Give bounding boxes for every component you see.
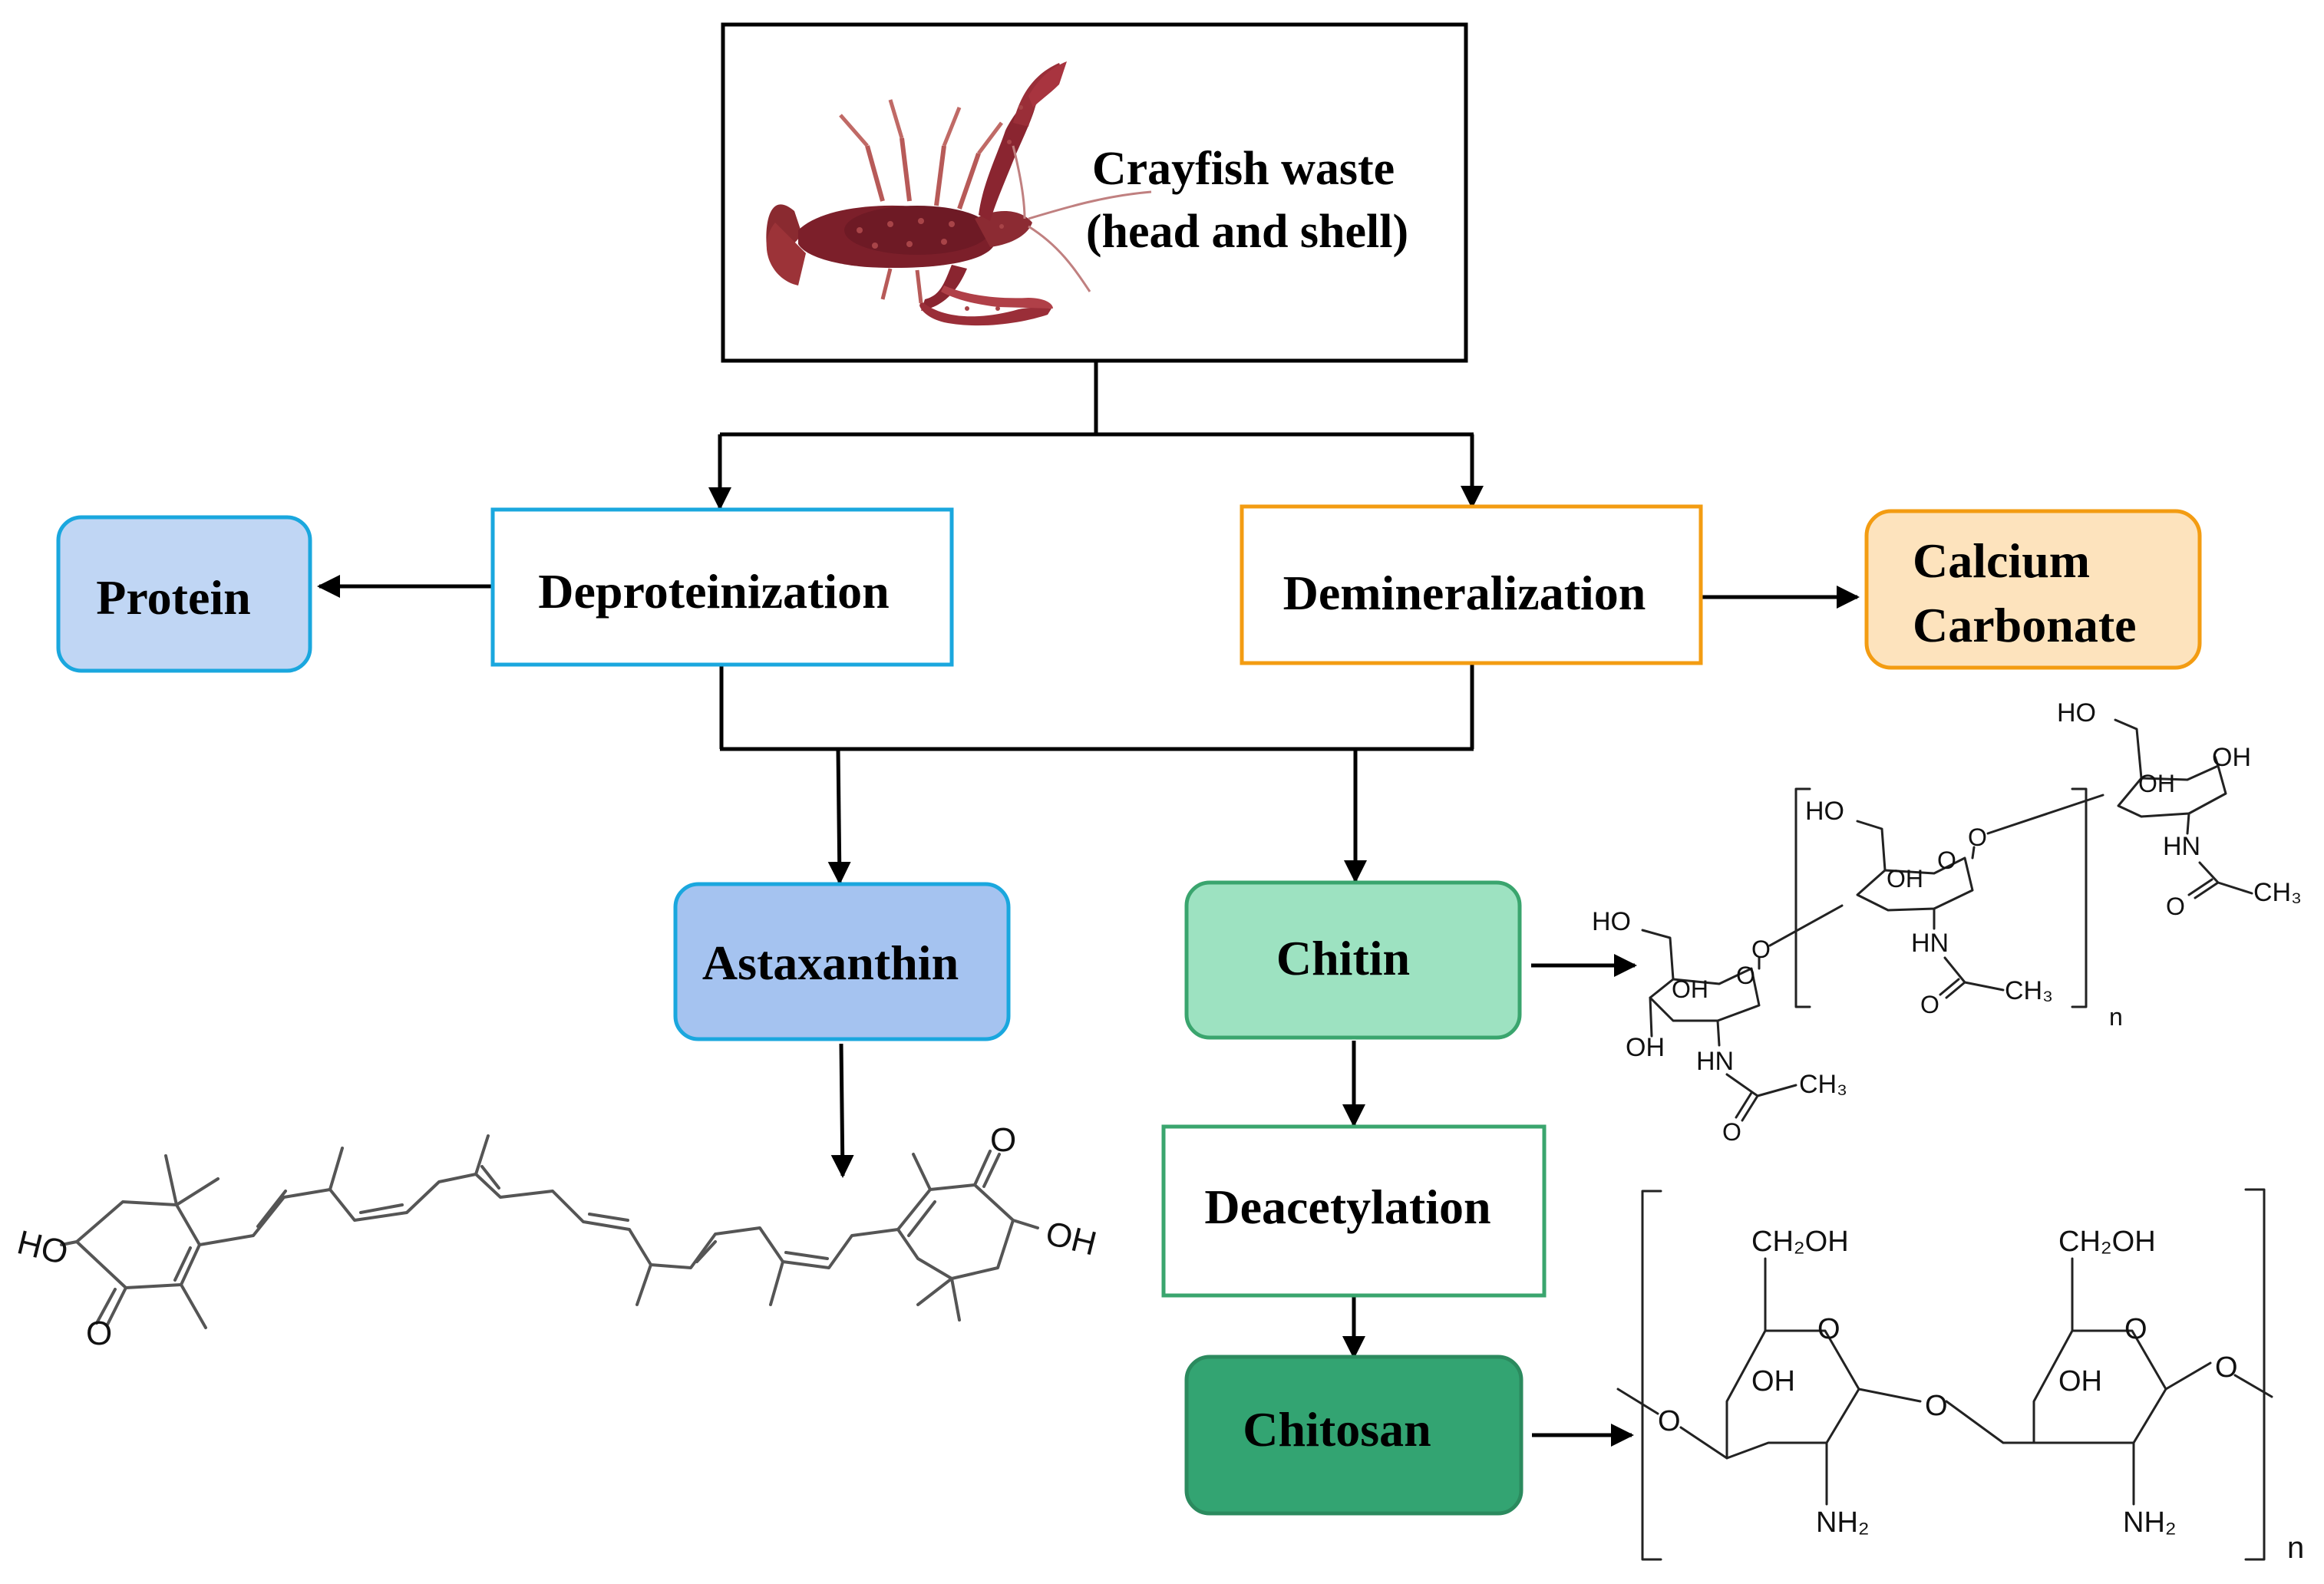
chitosan-oh-1: OH [1751,1365,1795,1398]
astaxanthin-o-right: O [990,1121,1016,1159]
astaxanthin-box: Astaxanthin [673,882,1011,1041]
chitin-label: Chitin [1276,931,1410,985]
chitin-oh-3b: OH [2212,743,2251,772]
arrow-to-astaxanthin-structure [830,1043,854,1178]
chitin-oh-3a: OH [2138,770,2175,797]
chitin-o-1: O [1736,962,1755,989]
chitosan-structure: n O CH₂OH O OH NH₂ O CH₂OH O OH NH₂ O [1616,1188,2304,1565]
chitin-ho-2: HO [1805,797,1844,826]
chitin-box: Chitin [1184,880,1522,1040]
calcium-label-line1: Calcium [1913,533,2090,588]
crayfish-waste-box: Crayfish waste (head and shell) [721,22,1468,363]
astaxanthin-ho-left: HO [14,1223,72,1272]
astaxanthin-oh-right: OH [1042,1214,1101,1263]
chitosan-n: n [2287,1531,2304,1565]
chitosan-box: Chitosan [1184,1355,1523,1516]
arrow-to-astaxanthin [827,748,851,885]
chitin-ho-1: HO [1592,907,1631,936]
chitosan-o-ring1: O [1817,1313,1840,1345]
chitosan-nh2-2: NH₂ [2123,1506,2177,1539]
chitosan-o-right: O [2215,1351,2238,1384]
chitin-o-2b: O [1920,991,1939,1018]
chitosan-o-left: O [1658,1405,1681,1437]
chitin-structure: HO OH OH O HN O CH₃ O n HO OH O HN O CH₃… [1592,698,2302,1146]
chitin-ch3-3: CH₃ [2253,878,2302,907]
chitin-ch3-2: CH₃ [2005,976,2053,1005]
astaxanthin-label: Astaxanthin [702,936,959,990]
chitin-o-link1: O [1751,936,1771,963]
chitin-ch3-1: CH₃ [1799,1070,1847,1099]
protein-label: Protein [96,570,250,625]
deacetylation-box: Deacetylation [1161,1124,1547,1298]
chitin-oh-1b: OH [1626,1033,1665,1062]
calcium-carbonate-box: Calcium Carbonate [1864,509,2202,670]
astaxanthin-structure: HO O O OH [14,1121,1101,1352]
deproteinization-label: Deproteinization [538,564,889,619]
chitin-oh-2: OH [1887,865,1923,893]
chitosan-label: Chitosan [1243,1402,1431,1457]
chitin-o-3b: O [2166,893,2185,920]
chitin-hn-1: HN [1696,1047,1734,1076]
chitin-ho-3: HO [2057,698,2096,728]
chitosan-nh2-1: NH₂ [1816,1506,1870,1539]
chitosan-ch2oh-2: CH₂OH [2058,1226,2156,1258]
deacetylation-label: Deacetylation [1204,1180,1490,1234]
deproteinization-box: Deproteinization [490,507,954,667]
astaxanthin-o-left: O [86,1315,112,1352]
chitin-o-1b: O [1722,1118,1741,1146]
crayfish-image [766,61,1152,326]
chitosan-o-link: O [1925,1390,1948,1422]
chitosan-o-ring2: O [2124,1313,2147,1345]
chitosan-ch2oh-1: CH₂OH [1751,1226,1849,1258]
chitosan-oh-2: OH [2058,1365,2102,1398]
chitin-hn-2: HN [1911,929,1949,958]
protein-box: Protein [56,515,312,673]
chitin-o-link2: O [1968,823,1987,851]
chitin-hn-3: HN [2163,832,2200,861]
source-title-line2: (head and shell) [1086,206,1408,258]
flow-connectors [317,361,1860,1447]
chitin-n: n [2109,1003,2123,1031]
demineralization-box: Demineralization [1240,504,1703,665]
chitin-oh-1a: OH [1672,975,1708,1003]
source-title-line1: Crayfish waste [1092,143,1395,195]
calcium-label-line2: Carbonate [1913,598,2137,652]
demineralization-label: Demineralization [1283,566,1646,620]
chitin-o-2: O [1937,846,1956,874]
